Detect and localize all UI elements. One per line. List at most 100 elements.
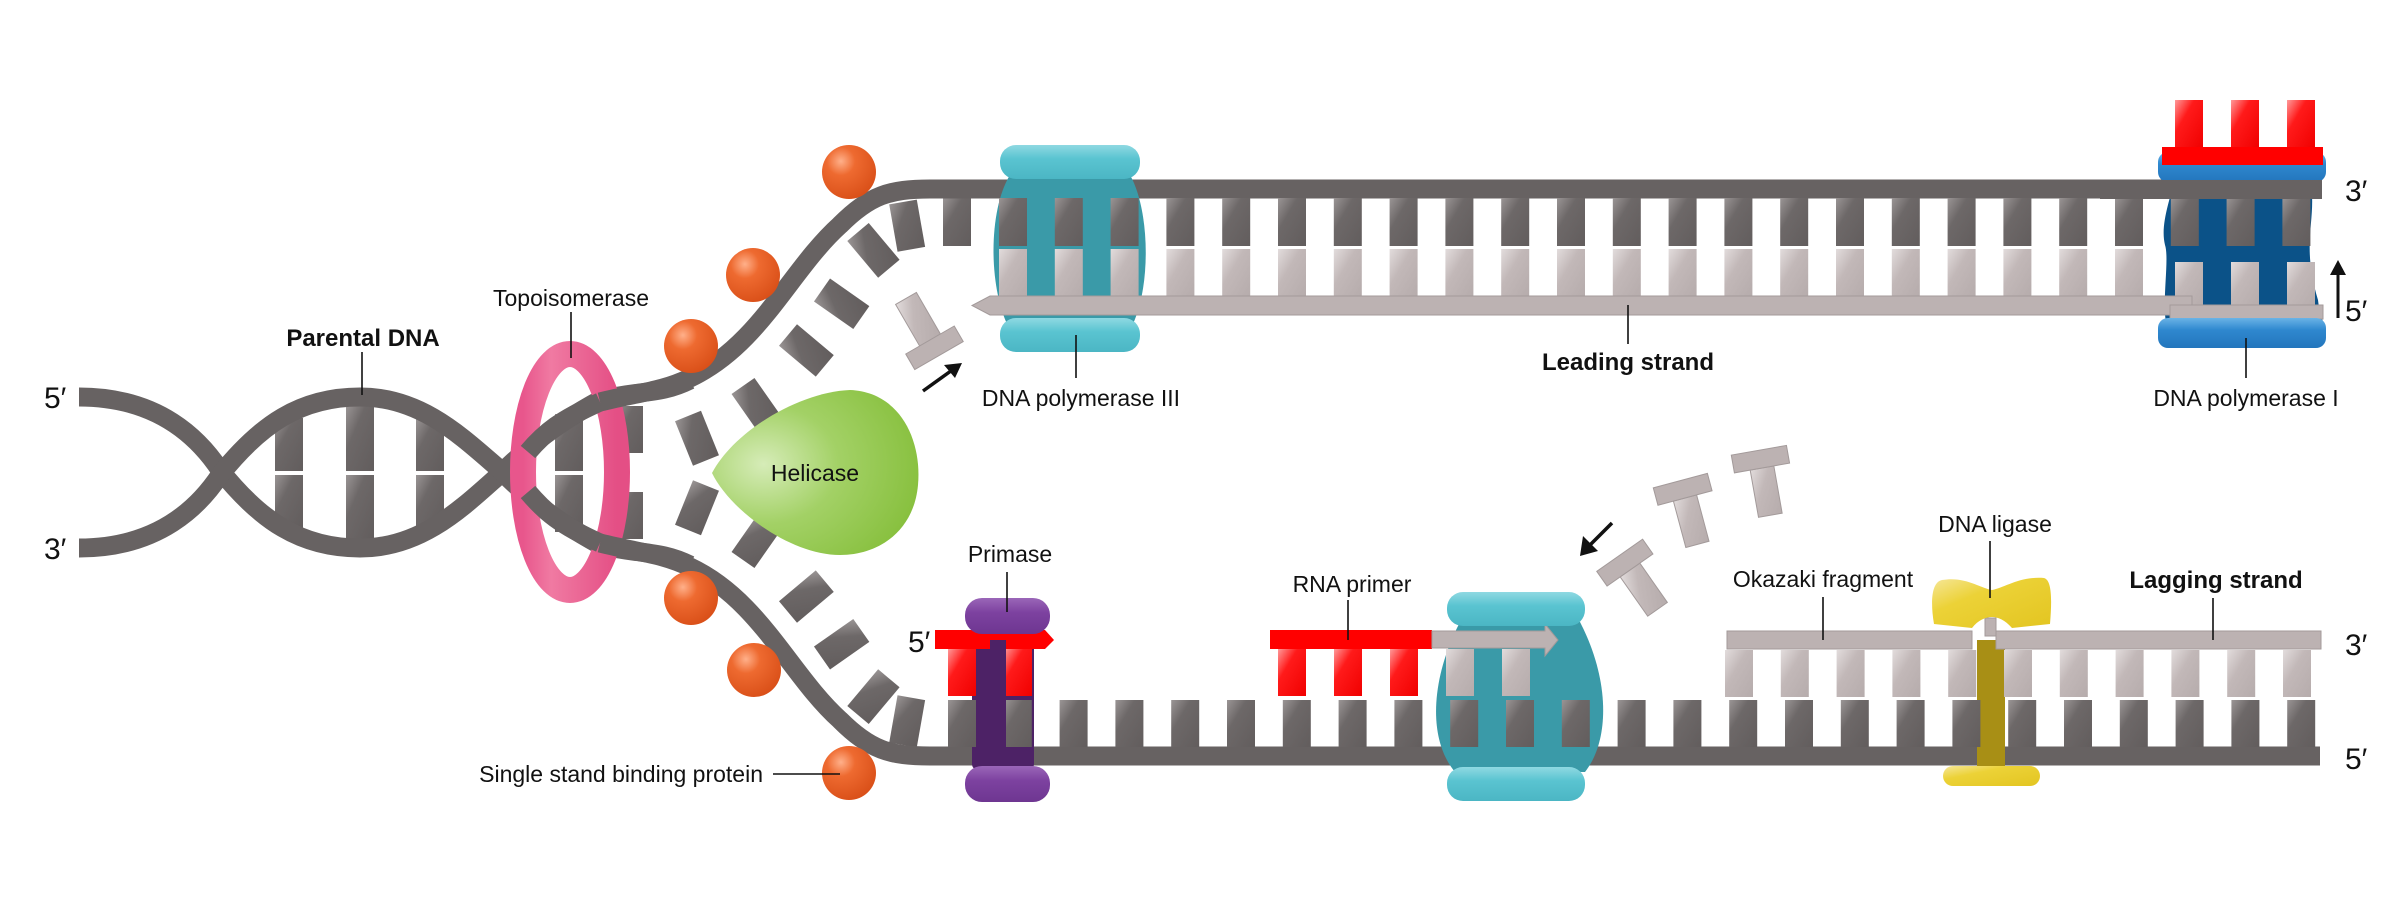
leading-strand-region: DNA polymerase III DNA polymerase I Lead… <box>970 100 2368 411</box>
arrow-down-left-icon <box>1580 521 1614 556</box>
template-base <box>1110 198 1139 246</box>
template-base <box>1394 700 1423 747</box>
base <box>813 278 870 329</box>
rna-primer-label: RNA primer <box>1293 571 1412 597</box>
new-base <box>1166 249 1195 296</box>
fork-bottom-bases <box>675 480 926 748</box>
new-base <box>2227 650 2256 697</box>
template-base <box>2287 700 2316 747</box>
template-base <box>1780 198 1809 246</box>
template-base <box>1445 198 1474 246</box>
template-base <box>2282 198 2311 246</box>
fork-top-bases <box>675 198 971 466</box>
template-base <box>2115 198 2143 246</box>
new-base <box>1948 650 1977 697</box>
base <box>675 410 719 466</box>
primer-base <box>1278 649 1306 696</box>
new-base <box>1780 249 1809 296</box>
primer-base <box>1334 649 1362 696</box>
template-base <box>2119 700 2148 747</box>
template-base <box>1166 198 1195 246</box>
topoisomerase-ring <box>510 341 630 603</box>
template-base <box>1896 700 1925 747</box>
primer-base <box>948 649 976 696</box>
template-base <box>1947 198 1976 246</box>
template-base <box>948 700 976 747</box>
ligase-stem <box>1977 640 2005 770</box>
primer-base <box>1390 649 1418 696</box>
ssb-proteins: Single stand binding protein <box>479 145 876 800</box>
topoisomerase: Topoisomerase <box>493 285 649 603</box>
template-base <box>2008 700 2037 747</box>
new-base <box>1724 249 1753 296</box>
new-base <box>1780 650 1809 697</box>
helicase: Helicase <box>712 390 919 555</box>
ssb-ball <box>664 319 718 373</box>
ssb-ball <box>664 571 718 625</box>
new-base <box>2231 262 2259 306</box>
rna-primer <box>1270 630 1432 696</box>
new-base <box>1501 249 1530 296</box>
new-base <box>2003 249 2032 296</box>
parental-strand-front <box>520 393 604 459</box>
template-base <box>2064 700 2092 747</box>
template-base <box>1673 700 1702 747</box>
new-base <box>1612 249 1641 296</box>
fork-top-strand <box>597 179 2320 466</box>
template-base <box>1836 198 1864 246</box>
fork-bottom-backbone <box>597 533 2320 766</box>
new-base <box>1278 249 1306 296</box>
lagging-primer-5prime-label: 5′ <box>908 626 931 659</box>
new-base <box>1892 650 1921 697</box>
pol-i-bottom-cap <box>2158 318 2326 348</box>
new-base <box>2115 249 2143 296</box>
new-base <box>1054 249 1083 296</box>
fork-bottom-strand <box>597 480 2320 766</box>
template-base <box>1724 198 1753 246</box>
new-base <box>1668 249 1697 296</box>
new-base <box>2115 650 2144 697</box>
parental-dna-label: Parental DNA <box>286 325 439 352</box>
template-base <box>999 198 1027 246</box>
primase-label: Primase <box>968 541 1052 567</box>
helicase-shape <box>712 390 919 555</box>
template-base <box>1278 198 1306 246</box>
template-base <box>1506 700 1534 747</box>
ssb-ball <box>822 746 876 800</box>
template-base <box>1282 700 1311 747</box>
new-base <box>2059 249 2088 296</box>
ssb-ball <box>822 145 876 199</box>
lagging-new-bases <box>1446 649 2311 697</box>
new-base <box>1557 249 1585 296</box>
base <box>779 324 834 377</box>
leading-strand-label: Leading strand <box>1542 349 1714 376</box>
leading-3prime-label: 3′ <box>2345 175 2368 208</box>
new-base <box>1222 249 1251 296</box>
lagging-template-bases <box>948 700 2316 747</box>
template-base <box>1333 198 1362 246</box>
parental-5prime-label: 5′ <box>44 382 67 415</box>
template-base <box>2226 198 2255 246</box>
template-base <box>1227 700 1255 747</box>
new-base <box>1836 650 1865 697</box>
new-base <box>1502 649 1530 696</box>
template-base <box>1501 198 1530 246</box>
primer-arrow <box>935 630 1054 649</box>
new-base <box>2171 650 2200 697</box>
template-base <box>1617 700 1646 747</box>
new-base <box>1446 649 1474 696</box>
base <box>675 480 719 536</box>
pol-iii-leading-top-cap <box>1000 145 1140 179</box>
lagging-strand-bar <box>1995 630 2322 650</box>
template-base <box>1785 700 1813 747</box>
template-base <box>1059 700 1088 747</box>
base <box>889 199 926 252</box>
helicase-label: Helicase <box>771 460 859 486</box>
primer-base <box>2287 100 2315 148</box>
base <box>813 619 870 670</box>
template-base <box>1450 700 1479 747</box>
topoisomerase-label: Topoisomerase <box>493 285 649 311</box>
ssb-ball <box>727 643 781 697</box>
pol-iii-lagging-bottom-cap <box>1447 767 1585 801</box>
